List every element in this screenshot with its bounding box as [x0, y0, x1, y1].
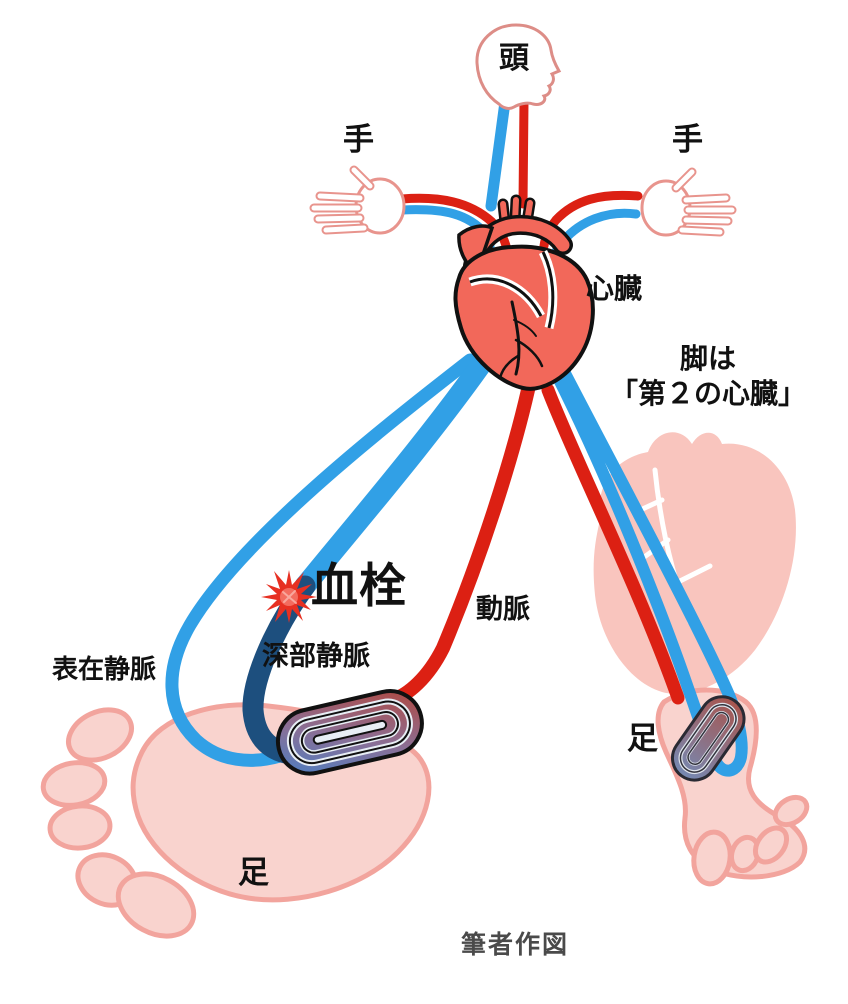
left-foot-toe	[115, 871, 197, 939]
label-heart: 心臓	[586, 273, 643, 304]
label-foot-left: 足	[238, 855, 269, 890]
label-artery: 動脈	[476, 594, 530, 624]
left-foot-toe	[40, 760, 108, 808]
label-credit: 筆者作図	[461, 931, 570, 959]
label-deep-vein: 深部静脈	[262, 641, 370, 671]
left-foot-capillary-coil	[275, 689, 424, 776]
right-foot-capillary-coil	[670, 695, 746, 782]
heart	[453, 194, 595, 391]
label-superficial-vein: 表在静脈	[52, 654, 157, 684]
left-deep-vein	[242, 575, 316, 765]
right-leg-artery	[541, 383, 685, 705]
left-hand	[309, 165, 406, 235]
label-thrombus: 血栓	[311, 559, 407, 612]
right-leg-vein-loop	[540, 348, 748, 777]
label-second-heart-line1: 脚は	[679, 343, 736, 374]
left-superficial-vein	[165, 353, 477, 767]
left-vein-upper	[294, 341, 501, 597]
neck-vein	[485, 96, 511, 212]
left-foot-toe	[66, 707, 134, 763]
left-leg-artery	[385, 383, 535, 707]
label-hand-left: 手	[343, 122, 374, 157]
right-foot-toe	[752, 825, 790, 865]
label-head: 頭	[499, 42, 529, 75]
left-foot-toe	[47, 803, 113, 851]
thrombus-starburst-icon	[261, 570, 317, 623]
neck-artery	[518, 97, 529, 209]
head-outline	[475, 23, 562, 110]
right-hand	[640, 167, 737, 237]
left-arm-artery	[397, 193, 512, 255]
right-foot-toe	[772, 794, 810, 828]
label-hand-right: 手	[672, 122, 703, 157]
label-second-heart-caption: 脚は 「第２の心臓」	[598, 341, 818, 411]
label-second-heart-line2: 「第２の心臓」	[609, 378, 806, 409]
label-foot-right: 足	[627, 721, 658, 756]
